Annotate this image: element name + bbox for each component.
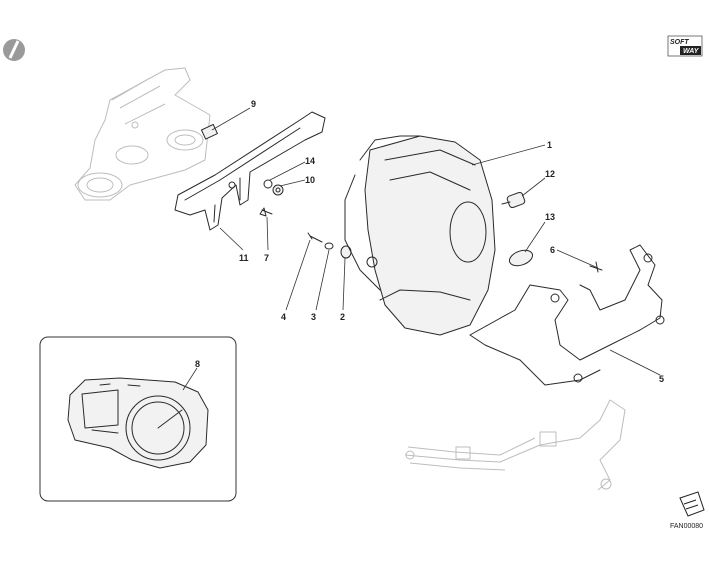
callout-labels: 1 2 3 4 5 6 7 8 9 10 11 12 13 14	[195, 99, 664, 384]
part-13-bulb	[508, 249, 534, 267]
logo-text-soft: SOFT	[670, 39, 689, 46]
callout-7: 7	[264, 253, 269, 263]
callout-3: 3	[311, 312, 316, 322]
callout-9: 9	[251, 99, 256, 109]
document-icon	[679, 491, 705, 517]
leader-lines	[182, 107, 661, 391]
part-4-screw	[307, 232, 323, 243]
callout-13: 13	[545, 212, 555, 222]
logo-text-way: WAY	[683, 48, 700, 55]
steering-head-ghost	[74, 67, 211, 201]
callout-6: 6	[550, 245, 555, 255]
instrument-panel-inset	[39, 336, 237, 502]
part-3-washer	[324, 242, 334, 250]
softway-logo: SOFT WAY	[667, 35, 703, 57]
callout-11: 11	[239, 253, 249, 263]
part-1-headlamp	[344, 135, 496, 336]
part-5-support-frame	[469, 244, 665, 386]
part-7-screw	[259, 207, 273, 217]
callout-14: 14	[305, 156, 315, 166]
lower-frame-ghost	[404, 399, 626, 491]
callout-5: 5	[659, 374, 664, 384]
part-6-screw	[589, 261, 603, 273]
part-10-nut	[272, 184, 284, 196]
callout-10: 10	[305, 175, 315, 185]
part-2-grommet	[340, 245, 352, 259]
callout-1: 1	[547, 140, 552, 150]
part-8-instrument-panel	[67, 377, 209, 469]
callout-2: 2	[340, 312, 345, 322]
part-12-bulb	[501, 191, 526, 209]
part-14-washer	[263, 179, 273, 189]
chapter-marker-icon	[3, 39, 25, 61]
part-9-bush	[200, 124, 218, 140]
figure-code: FAN00080	[670, 523, 703, 530]
callout-8: 8	[195, 359, 200, 369]
callout-12: 12	[545, 169, 555, 179]
callout-4: 4	[281, 312, 286, 322]
part-11-bracket	[174, 111, 326, 231]
